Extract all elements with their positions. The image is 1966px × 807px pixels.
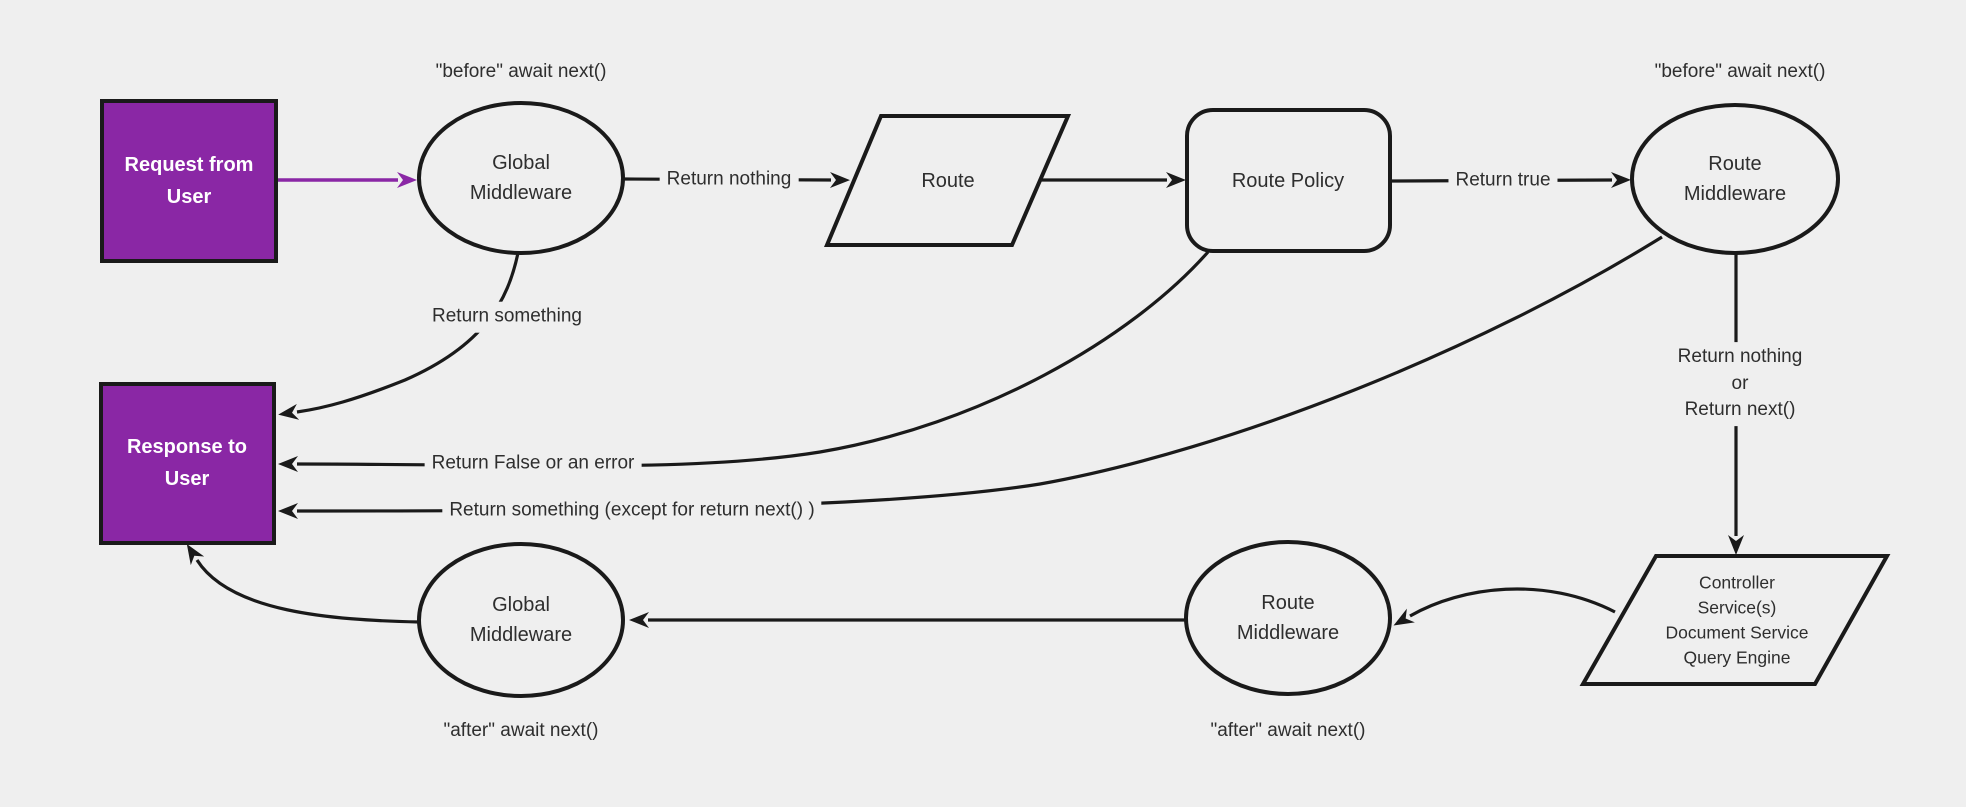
request-from-user-label: Request from User bbox=[124, 154, 254, 208]
node-route bbox=[823, 114, 1072, 247]
return-something-label: Return something bbox=[425, 301, 589, 333]
return-nothing-or-next-label: Return nothing or Return next() bbox=[1670, 342, 1810, 426]
route-middleware-bottom-label: Route Middleware bbox=[1236, 592, 1340, 644]
node-global-middleware-top bbox=[417, 101, 625, 255]
node-route-middleware-top bbox=[1630, 103, 1840, 255]
route-middleware-top-label: Route Middleware bbox=[1683, 153, 1787, 205]
node-route-middleware-bottom bbox=[1184, 540, 1392, 696]
node-response-to-user bbox=[99, 382, 276, 545]
after-await-next-right-label: "after" await next() bbox=[1210, 719, 1366, 741]
edge-controller-to-route-middleware-bottom bbox=[1393, 587, 1616, 626]
return-false-or-error-label: Return False or an error bbox=[424, 448, 642, 480]
edge-return-false-to-response bbox=[278, 250, 1210, 473]
node-route-policy bbox=[1185, 108, 1392, 253]
after-await-next-left-label: "after" await next() bbox=[443, 719, 599, 741]
response-to-user-label: Response to User bbox=[126, 436, 248, 490]
before-await-next-right-label: "before" await next() bbox=[1654, 60, 1826, 82]
global-middleware-top-label: Global Middleware bbox=[469, 152, 573, 204]
route-policy-label: Route Policy bbox=[1231, 170, 1345, 192]
node-controller-services bbox=[1579, 554, 1891, 686]
edge-global-middleware-bottom-to-response bbox=[186, 543, 420, 624]
node-request-from-user bbox=[100, 99, 278, 263]
return-true-label: Return true bbox=[1448, 165, 1558, 197]
edge-return-something-to-response bbox=[278, 252, 520, 420]
return-something-except-label: Return something (except for return next… bbox=[442, 495, 822, 527]
route-label: Route bbox=[921, 170, 975, 192]
node-global-middleware-bottom bbox=[417, 542, 625, 698]
return-nothing-label: Return nothing bbox=[659, 164, 799, 196]
before-await-next-left-label: "before" await next() bbox=[435, 60, 607, 82]
global-middleware-bottom-label: Global Middleware bbox=[469, 594, 573, 646]
controller-services-label: Controller Service(s) Document Service Q… bbox=[1665, 572, 1809, 667]
